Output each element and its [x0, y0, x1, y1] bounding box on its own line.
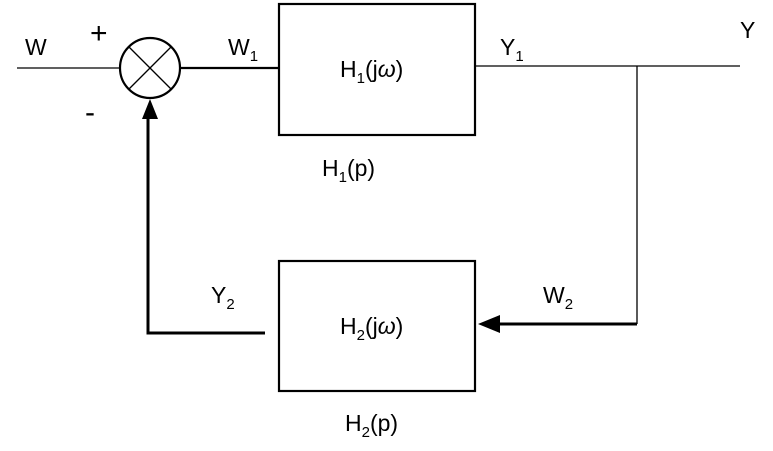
y2-line: [146, 118, 265, 335]
summing-junction: [118, 36, 182, 100]
w1-label: W1: [228, 34, 258, 65]
plus-sign: +: [90, 17, 108, 50]
feedback-block-label: H2(jω): [340, 313, 403, 344]
w2-arrowhead: [478, 315, 500, 333]
feedback-block: [277, 259, 477, 393]
forward-block-label: H1(jω): [340, 56, 403, 87]
y1-label: Y1: [500, 34, 524, 65]
input-label: W: [25, 34, 47, 60]
minus-sign: -: [85, 96, 95, 129]
w2-label: W2: [543, 282, 573, 313]
y2-label: Y2: [211, 282, 235, 313]
forward-block-caption: H1(p): [322, 155, 375, 186]
output-label: Y: [740, 17, 755, 43]
y2-arrowhead: [142, 99, 158, 119]
feedback-block-caption: H2(p): [345, 410, 398, 441]
forward-block: [277, 2, 477, 137]
